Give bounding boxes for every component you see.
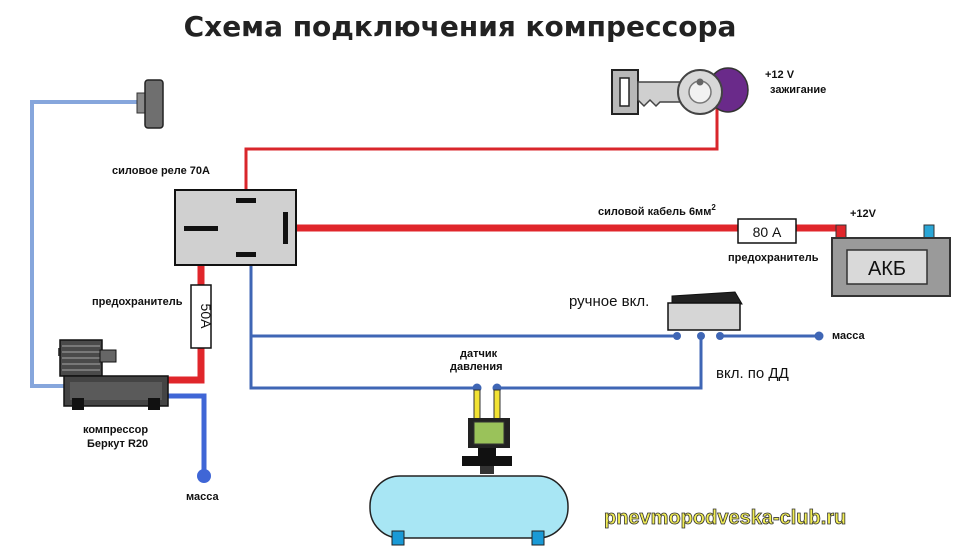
sensor-label-line1: датчик xyxy=(460,348,498,360)
ignition-switch-icon xyxy=(611,67,749,115)
battery-voltage-label: +12V xyxy=(850,208,877,220)
gauge-icon xyxy=(136,79,164,129)
control-wire-sensor-a xyxy=(249,336,477,390)
diagram-title: Схема подключения компрессора xyxy=(184,10,737,43)
control-wire-sensor-b xyxy=(497,336,703,390)
battery-label: АКБ xyxy=(868,258,906,280)
ground-bottom-label: масса xyxy=(186,491,219,503)
relay-label: силовое реле 70А xyxy=(112,165,210,177)
fuse-compressor-wire xyxy=(164,344,205,384)
ground-terminal-bottom xyxy=(197,469,211,483)
relay-pin-30 xyxy=(184,226,218,231)
ground-terminal-right xyxy=(814,331,824,341)
power-cable-right xyxy=(792,224,846,242)
cable-label: силовой кабель 6мм2 xyxy=(598,203,716,218)
pressure-sensor-icon xyxy=(462,383,512,474)
compressor-fuse-value: 50А xyxy=(198,304,214,330)
air-receiver-tank xyxy=(369,475,569,546)
battery-icon xyxy=(831,224,951,297)
compressor-ground-wire xyxy=(168,393,207,472)
ignition-label: зажигание xyxy=(770,84,826,96)
main-fuse-value: 80 А xyxy=(753,224,782,240)
relay-pin-86 xyxy=(236,198,256,203)
relay-pin-85 xyxy=(236,252,256,257)
relay-box xyxy=(174,189,297,266)
sensor-label-line2: давления xyxy=(450,361,503,373)
manual-switch-label: ручное вкл. xyxy=(569,293,649,310)
ignition-voltage-label: +12 V xyxy=(765,69,795,81)
auto-on-label: вкл. по ДД xyxy=(716,365,789,382)
main-fuse xyxy=(737,218,797,244)
manual-switch-icon xyxy=(667,291,743,340)
ground-right-label: масса xyxy=(832,330,865,342)
relay-pin-87 xyxy=(283,212,288,244)
main-fuse-label: предохранитель xyxy=(728,252,819,264)
compressor-icon xyxy=(58,339,169,410)
ignition-wire xyxy=(244,106,719,195)
compressor-label-line1: компрессор xyxy=(83,424,148,436)
compressor-fuse xyxy=(190,284,212,349)
compressor-fuse-label: предохранитель xyxy=(92,296,183,308)
compressor-label-line2: Беркут R20 xyxy=(87,438,148,450)
watermark: pnevmopodveska-club.ru xyxy=(604,507,846,529)
air-line xyxy=(30,100,140,388)
